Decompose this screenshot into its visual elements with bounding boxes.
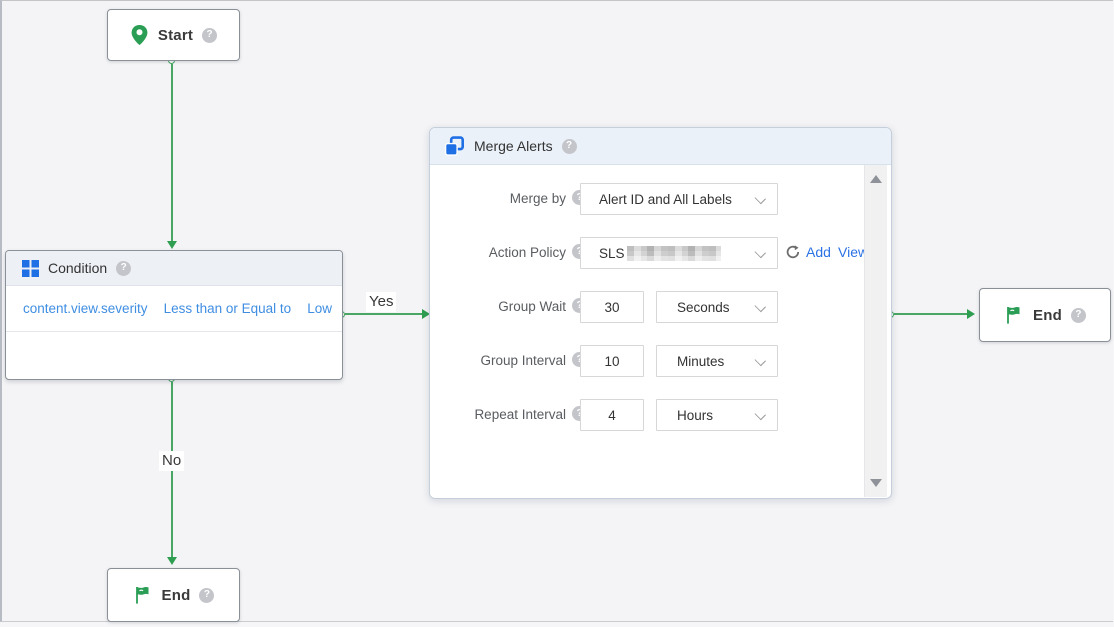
- edge-label-yes: Yes: [366, 292, 397, 312]
- add-action-policy-link[interactable]: Add: [806, 244, 831, 260]
- action-policy-select[interactable]: SLS: [580, 237, 778, 269]
- scrollbar[interactable]: [864, 165, 887, 497]
- condition-rule-row: content.view.severity Less than or Equal…: [6, 286, 342, 332]
- condition-value-link[interactable]: Low: [307, 301, 332, 316]
- group-wait-unit-select[interactable]: Seconds: [656, 291, 778, 323]
- start-node-label: Start: [157, 26, 194, 44]
- end-node-label: End: [161, 586, 191, 604]
- condition-node-label: Condition: [48, 260, 108, 276]
- chevron-down-icon: [754, 300, 766, 313]
- help-icon[interactable]: ?: [1070, 307, 1086, 323]
- merge-by-value: Alert ID and All Labels: [599, 191, 732, 207]
- location-pin-icon: [130, 24, 149, 46]
- arrowhead-right-icon: [422, 309, 430, 319]
- repeat-interval-unit-select[interactable]: Hours: [656, 399, 778, 431]
- group-wait-input[interactable]: [580, 291, 644, 323]
- group-wait-label: Group Wait: [498, 299, 566, 314]
- scroll-up-icon[interactable]: [870, 175, 882, 183]
- edge-merge-end: [894, 313, 968, 315]
- chevron-down-icon: [754, 354, 766, 367]
- repeat-interval-label: Repeat Interval: [474, 407, 566, 422]
- merge-by-label: Merge by: [509, 191, 566, 206]
- start-node[interactable]: Start ?: [107, 9, 240, 61]
- merge-alerts-title: Merge Alerts: [474, 138, 553, 154]
- condition-grid-icon: [22, 259, 39, 277]
- group-interval-unit-select[interactable]: Minutes: [656, 345, 778, 377]
- merge-alerts-panel[interactable]: Merge Alerts ? Merge by ? Alert ID and A…: [429, 127, 892, 499]
- group-interval-input[interactable]: [580, 345, 644, 377]
- condition-header: Condition ?: [6, 251, 342, 286]
- condition-operator-link[interactable]: Less than or Equal to: [163, 301, 292, 316]
- condition-node[interactable]: Condition ? content.view.severity Less t…: [5, 250, 343, 380]
- chevron-down-icon: [754, 246, 766, 259]
- edge-label-no: No: [159, 451, 185, 471]
- merge-alerts-header: Merge Alerts ?: [430, 128, 891, 165]
- arrowhead-down-icon: [167, 557, 177, 565]
- help-icon[interactable]: ?: [202, 27, 218, 43]
- help-icon[interactable]: ?: [199, 587, 215, 603]
- action-policy-label: Action Policy: [488, 245, 566, 260]
- chevron-down-icon: [754, 192, 766, 205]
- group-wait-unit: Seconds: [677, 299, 730, 315]
- end-node-right[interactable]: End ?: [979, 288, 1111, 342]
- flag-icon: [1004, 305, 1024, 325]
- edge-start-condition: [171, 64, 173, 242]
- repeat-interval-unit: Hours: [677, 407, 714, 423]
- end-node-bottom[interactable]: End ?: [107, 568, 240, 622]
- end-node-label: End: [1033, 306, 1062, 324]
- group-interval-label: Group Interval: [480, 353, 566, 368]
- edge-condition-merge: [345, 313, 423, 315]
- scroll-down-icon[interactable]: [870, 479, 882, 487]
- merge-by-select[interactable]: Alert ID and All Labels: [580, 183, 778, 215]
- group-interval-unit: Minutes: [677, 353, 725, 369]
- arrowhead-right-icon: [967, 309, 975, 319]
- repeat-interval-input[interactable]: [580, 399, 644, 431]
- flag-icon: [133, 585, 153, 605]
- arrowhead-down-icon: [167, 241, 177, 249]
- condition-field-link[interactable]: content.view.severity: [23, 301, 148, 316]
- refresh-icon[interactable]: [785, 244, 801, 260]
- chevron-down-icon: [754, 408, 766, 421]
- help-icon[interactable]: ?: [116, 260, 132, 276]
- merge-icon: [444, 135, 465, 157]
- help-icon[interactable]: ?: [561, 138, 577, 154]
- view-action-policy-link[interactable]: View: [838, 244, 869, 260]
- action-policy-value: SLS: [599, 245, 625, 261]
- redacted-text-mosaic: [626, 245, 721, 261]
